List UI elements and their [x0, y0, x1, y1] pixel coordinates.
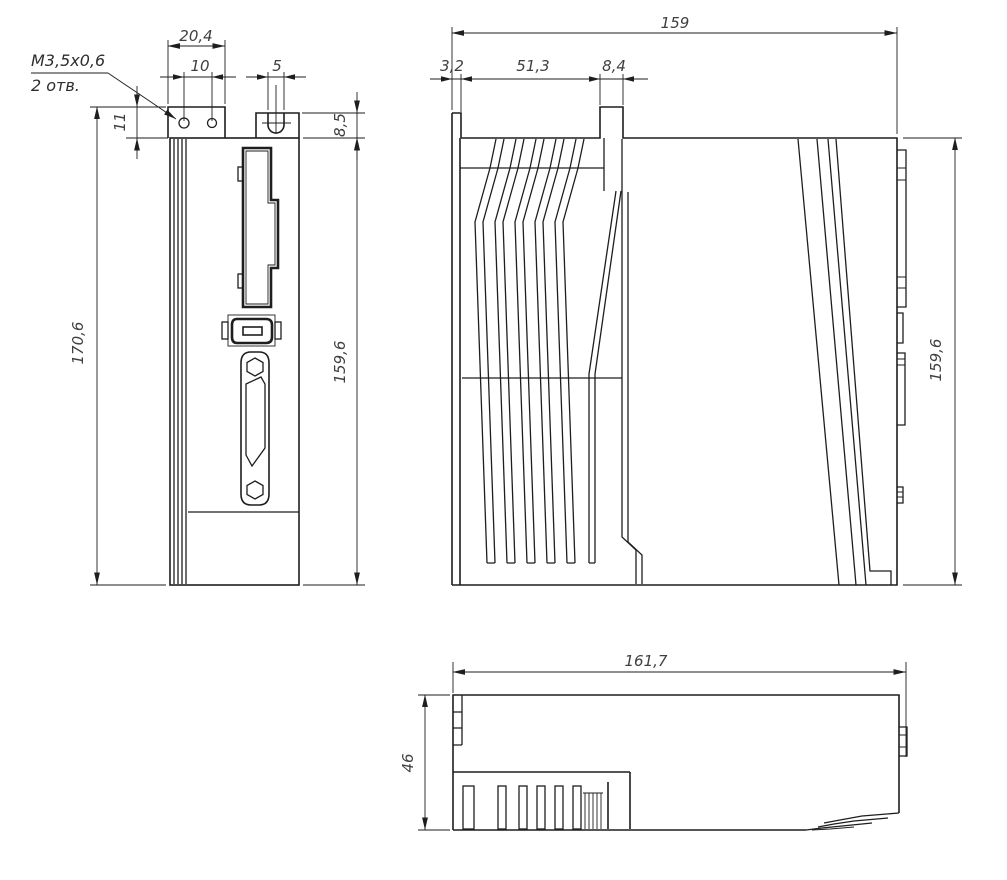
side-connector-profiles [897, 149, 907, 504]
front-dimensions: 20,4 10 5 8,5 11 170,6 [69, 27, 365, 586]
heatsink-fins [474, 138, 622, 564]
dim-front-bracket-offset: 11 [111, 112, 129, 131]
usb-connector [221, 314, 282, 347]
dim-side-tab-width: 8,4 [602, 57, 626, 75]
dim-front-total-height: 170,6 [69, 322, 87, 365]
thread-note-line1: М3,5х0,6 [31, 51, 105, 70]
dim-front-tab-height: 8,5 [331, 113, 349, 137]
front-outline [167, 85, 300, 586]
dim-bottom-depth: 46 [399, 753, 417, 772]
dim-front-hole-spacing: 10 [190, 57, 209, 75]
dsub-connector [240, 351, 270, 506]
thread-note-line2: 2 отв. [31, 76, 80, 95]
dim-side-plate-thickness: 3,2 [440, 57, 464, 75]
terminal-connector [237, 146, 280, 309]
dim-side-fin-span: 51,3 [516, 57, 549, 75]
side-dimensions: 159 3,2 51,3 8,4 159,6 [430, 14, 962, 586]
bottom-outline [452, 694, 908, 831]
dim-front-body-height: 159,6 [331, 341, 349, 384]
dim-side-overall-width: 159 [661, 14, 690, 32]
side-view: 159 3,2 51,3 8,4 159,6 [430, 14, 962, 586]
thread-note: М3,5х0,6 2 отв. [31, 51, 177, 120]
front-view: М3,5х0,6 2 отв. 20,4 10 5 8,5 [31, 27, 365, 586]
dim-side-body-height: 159,6 [927, 339, 945, 382]
bottom-dimensions: 161,7 46 [399, 652, 907, 831]
cover-edges [797, 138, 892, 586]
dim-bottom-overall-width: 161,7 [625, 652, 668, 670]
bottom-view: 161,7 46 [399, 652, 908, 831]
dim-front-slot-width: 5 [272, 57, 282, 75]
dim-front-bracket-width: 20,4 [179, 27, 212, 45]
